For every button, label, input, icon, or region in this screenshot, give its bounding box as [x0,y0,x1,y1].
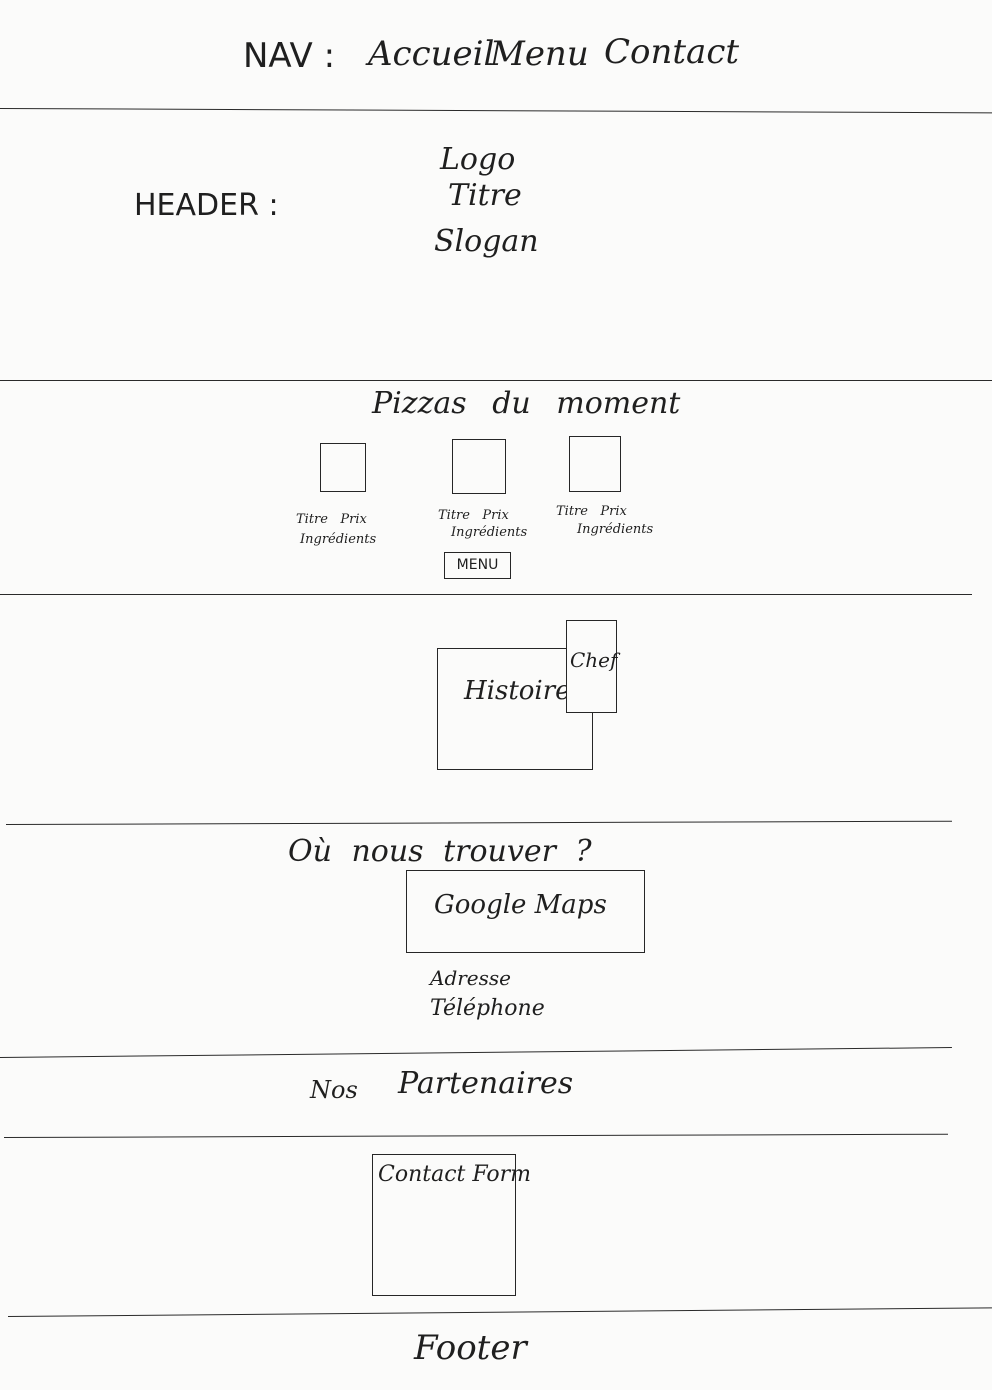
pizzas-title: Pizzas du moment [372,386,681,421]
pizza-image-3 [569,436,621,492]
address-label: Adresse [430,966,512,990]
nav-item-accueil[interactable]: Accueil [368,34,495,74]
contact-divider [7,1307,992,1317]
location-title: Où nous trouver ? [288,834,592,869]
nav-item-menu[interactable]: Menu [490,34,589,74]
partners-word-nos: Nos [310,1076,358,1104]
google-maps-box[interactable] [406,870,645,953]
footer-label: Footer [414,1328,527,1368]
pizza-image-1 [320,443,366,492]
nav-item-contact[interactable]: Contact [604,32,740,72]
history-label: Histoire [464,676,571,706]
partners-divider [3,1133,948,1138]
pizza-card-2-ingredients: Ingrédients [451,525,528,540]
pizza-card-2-title-price: Titre Prix [438,508,509,523]
chef-label: Chef [570,648,618,672]
google-maps-label: Google Maps [434,890,607,920]
pizza-card-3-ingredients: Ingrédients [577,522,654,537]
header-label: HEADER : [134,188,279,223]
partners-word-partenaires: Partenaires [398,1066,574,1101]
menu-button[interactable]: MENU [444,552,511,579]
pizza-image-2 [452,439,506,494]
header-slogan: Slogan [434,224,539,259]
pizzas-divider [0,594,972,595]
chef-box [566,620,617,713]
pizza-card-1-title-price: Titre Prix [296,512,367,527]
phone-label: Téléphone [430,996,545,1021]
nav-label: NAV : [243,36,336,76]
pizza-card-3-title-price: Titre Prix [556,504,627,519]
header-title: Titre [448,178,522,213]
pizza-card-1-ingredients: Ingrédients [300,532,377,547]
header-logo: Logo [440,142,516,177]
header-divider [0,380,992,381]
contact-form-label: Contact Form [378,1162,532,1187]
location-divider [0,1047,952,1058]
nav-divider [0,108,992,114]
about-divider [5,820,952,825]
contact-form-box[interactable] [372,1154,516,1296]
